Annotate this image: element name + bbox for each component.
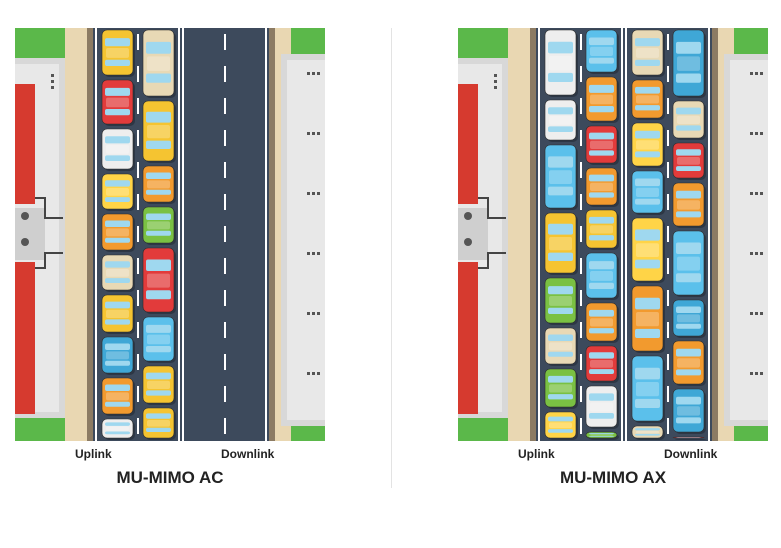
ac-uplink-lane1-vehicle-3	[142, 206, 176, 245]
ax-traffic	[544, 29, 706, 440]
ac-uplink-lane0-vehicle-7	[101, 336, 135, 375]
ac-uplink-lane0-vehicle-9	[101, 418, 135, 440]
ac-uplink-lane0-vehicle-4	[101, 213, 135, 252]
ax-downlink-lane3-vehicle-1	[672, 100, 706, 140]
ax-uplink-lane1-vehicle-3	[585, 167, 619, 207]
ax-downlink-lane2-vehicle-3	[631, 170, 665, 215]
ac-uplink-lane1-vehicle-5	[142, 316, 176, 363]
ax-downlink-lane3-vehicle-2	[672, 142, 706, 180]
ac-uplink-lane1-vehicle-1	[142, 100, 176, 163]
ac-uplink-label: Uplink	[75, 447, 112, 461]
ax-uplink-lane0-vehicle-7	[544, 411, 578, 440]
ac-uplink-lane1-vehicle-0	[142, 29, 176, 98]
ax-downlink-lane3-vehicle-7	[672, 388, 706, 434]
ac-left-sidewalk	[65, 28, 87, 441]
ax-downlink-lane3-vehicle-3	[672, 182, 706, 228]
ax-uplink-lane1-vehicle-6	[585, 302, 619, 343]
ax-downlink-lane3-vehicle-4	[672, 230, 706, 297]
ax-downlink-lane2-vehicle-0	[631, 29, 665, 77]
mu-mimo-ac-traffic-illustration	[15, 28, 325, 441]
ac-uplink-lane0-vehicle-3	[101, 173, 135, 211]
ac-uplink-lane0-vehicle-0	[101, 29, 135, 77]
ax-uplink-label: Uplink	[518, 447, 555, 461]
ac-traffic	[101, 29, 176, 440]
ac-uplink-lane1-vehicle-6	[142, 365, 176, 405]
ax-uplink-lane0-vehicle-3	[544, 212, 578, 275]
ax-uplink-lane0-vehicle-4	[544, 277, 578, 325]
panel-divider	[391, 28, 392, 488]
ax-downlink-lane3-vehicle-8	[672, 436, 706, 440]
ax-uplink-lane0-vehicle-5	[544, 327, 578, 366]
ax-downlink-lane3-vehicle-6	[672, 340, 706, 386]
ax-downlink-lane2-vehicle-2	[631, 122, 665, 168]
ax-uplink-lane0-vehicle-6	[544, 368, 578, 409]
ax-downlink-lane2-vehicle-4	[631, 217, 665, 283]
ac-right-building	[281, 54, 325, 426]
ac-uplink-lane0-vehicle-5	[101, 254, 135, 292]
ac-downlink-label: Downlink	[221, 447, 275, 461]
ax-downlink-lane2-vehicle-6	[631, 355, 665, 423]
ax-uplink-lane1-vehicle-8	[585, 385, 619, 429]
ac-uplink-lane1-vehicle-2	[142, 165, 176, 204]
ac-uplink-lane0-vehicle-1	[101, 79, 135, 126]
ax-right-building	[724, 54, 768, 426]
ac-uplink-lane0-vehicle-6	[101, 294, 135, 334]
ax-uplink-lane1-vehicle-2	[585, 125, 619, 165]
ax-downlink-lane2-vehicle-1	[631, 79, 665, 120]
ac-left-building	[15, 58, 65, 418]
ax-uplink-lane1-vehicle-1	[585, 76, 619, 123]
ax-downlink-label: Downlink	[664, 447, 718, 461]
ax-uplink-lane0-vehicle-1	[544, 99, 578, 142]
ax-downlink-lane3-vehicle-5	[672, 299, 706, 338]
ax-uplink-lane1-vehicle-0	[585, 29, 619, 74]
ac-uplink-lane1-vehicle-4	[142, 247, 176, 314]
ac-panel-title: MU-MIMO AC	[116, 468, 224, 487]
ac-uplink-lane0-vehicle-2	[101, 128, 135, 171]
ax-downlink-lane2-vehicle-7	[631, 425, 665, 440]
ac-uplink-lane0-vehicle-8	[101, 377, 135, 416]
ax-uplink-lane1-vehicle-4	[585, 209, 619, 250]
ac-uplink-lane1-vehicle-7	[142, 407, 176, 440]
ax-panel-title: MU-MIMO AX	[559, 468, 667, 487]
ax-uplink-lane0-vehicle-0	[544, 29, 578, 97]
ax-uplink-lane1-vehicle-9	[585, 431, 619, 440]
ax-left-sidewalk	[508, 28, 530, 441]
ax-uplink-lane1-vehicle-7	[585, 345, 619, 383]
ax-left-building	[458, 58, 508, 418]
ax-downlink-lane3-vehicle-0	[672, 29, 706, 98]
ax-uplink-lane0-vehicle-2	[544, 144, 578, 210]
ax-downlink-lane2-vehicle-5	[631, 285, 665, 353]
mu-mimo-ax-traffic-illustration	[458, 28, 768, 441]
ax-uplink-lane1-vehicle-5	[585, 252, 619, 300]
